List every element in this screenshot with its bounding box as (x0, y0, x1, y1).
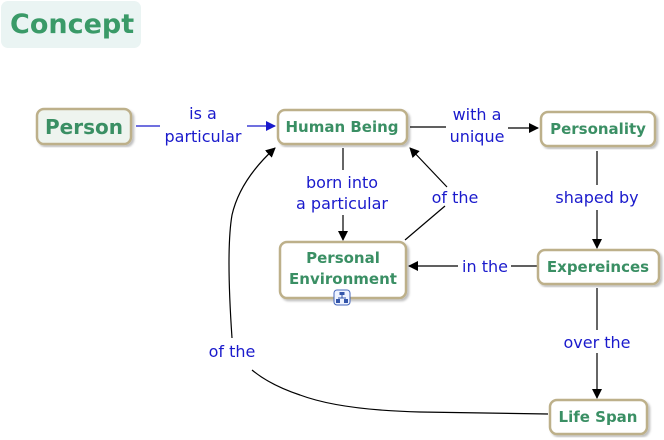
concept-human-being[interactable]: Human Being (276, 108, 409, 146)
title-box: Concept (1, 1, 141, 48)
link-in-the: in the (462, 257, 508, 276)
svg-text:Personality: Personality (550, 120, 646, 138)
concept-personality[interactable]: Personality (539, 110, 657, 148)
concept-map-icon[interactable] (333, 289, 351, 306)
edge (404, 205, 446, 241)
link-of-the-lifespan: of the (209, 342, 256, 361)
concept-person[interactable]: Person (35, 107, 133, 146)
title: Concept (10, 9, 134, 40)
svg-text:Person: Person (45, 115, 123, 139)
svg-text:Human Being: Human Being (285, 118, 398, 136)
svg-text:Expereinces: Expereinces (547, 258, 649, 276)
link-shaped-by: shaped by (555, 188, 638, 207)
edge-arrow (409, 147, 448, 188)
svg-text:Life Span: Life Span (559, 408, 638, 426)
concept-life-span[interactable]: Life Span (548, 398, 649, 436)
edge-curve (251, 369, 549, 415)
edge-curve-arrow (228, 147, 276, 339)
link-of-the: of the (432, 188, 479, 207)
link-over-the: over the (563, 333, 630, 352)
concept-experiences[interactable]: Expereinces (536, 248, 661, 286)
